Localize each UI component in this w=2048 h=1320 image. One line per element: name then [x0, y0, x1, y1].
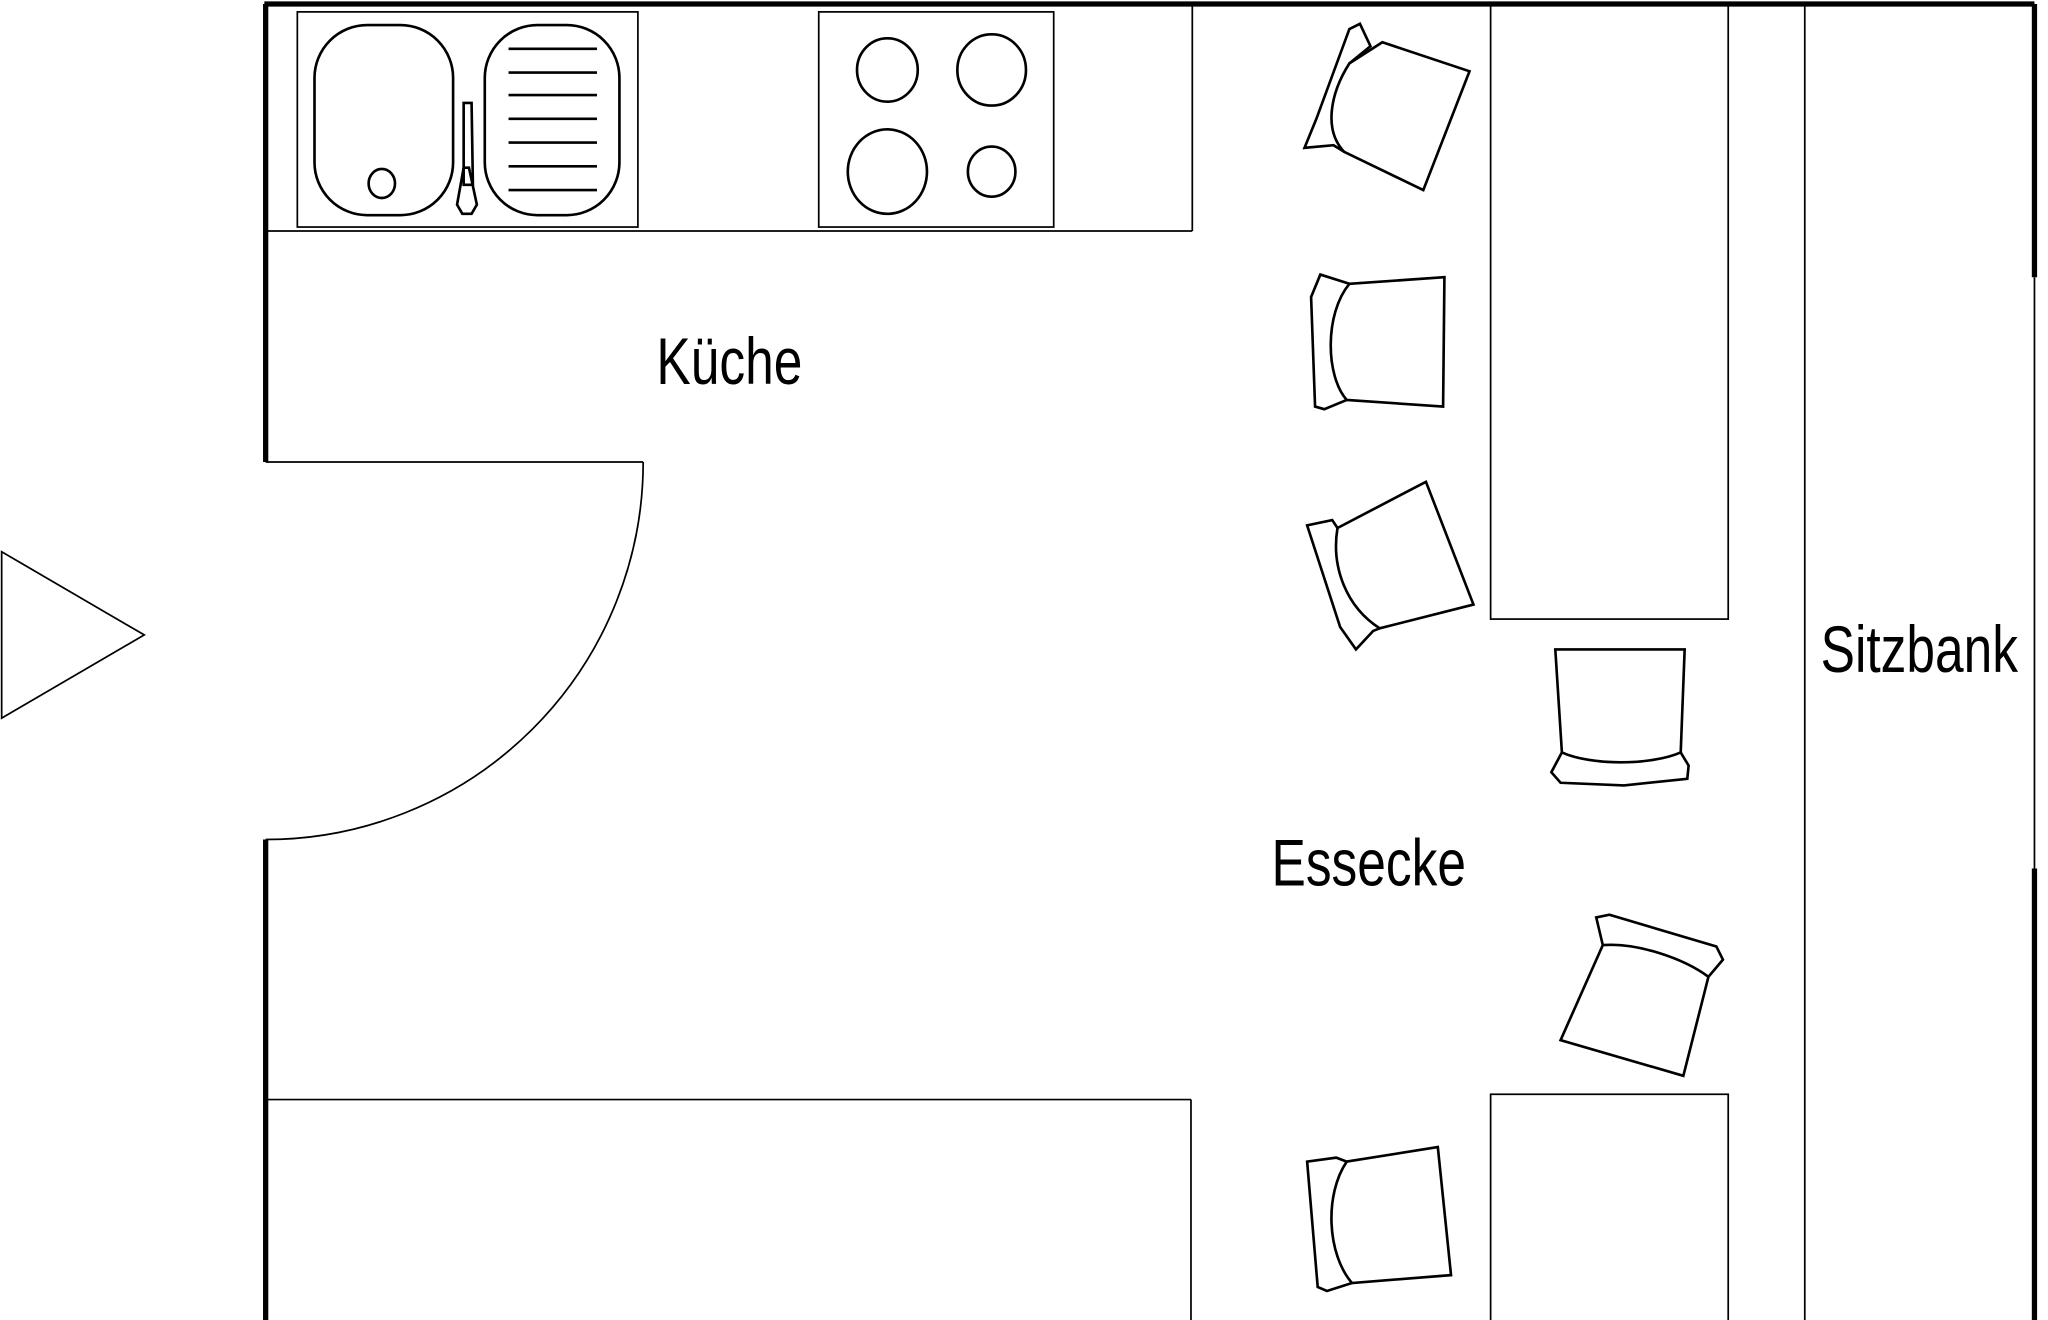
sink-icon	[296, 11, 639, 228]
room-label-dining: Essecke	[1272, 826, 1467, 901]
chair-icon	[1558, 913, 1725, 1078]
chair-icon	[1302, 21, 1472, 192]
chair-icon	[1549, 648, 1690, 787]
chair-icon	[1305, 479, 1476, 652]
chair-icon	[1305, 1145, 1453, 1293]
kitchen-counter-bottom	[265, 1098, 1192, 1320]
room-label-bench: Sitzbank	[1821, 612, 2019, 687]
chair-icon	[1309, 272, 1446, 411]
walls	[263, 1, 2038, 1320]
stove-icon	[817, 11, 1055, 228]
door[interactable]	[265, 461, 645, 841]
dining-table-upper	[1489, 3, 1730, 620]
dining-table-lower	[1489, 1093, 1730, 1320]
room-label-kitchen: Küche	[656, 324, 802, 399]
entrance-arrow-icon	[0, 550, 146, 720]
kitchen-counter-top	[265, 3, 1194, 232]
